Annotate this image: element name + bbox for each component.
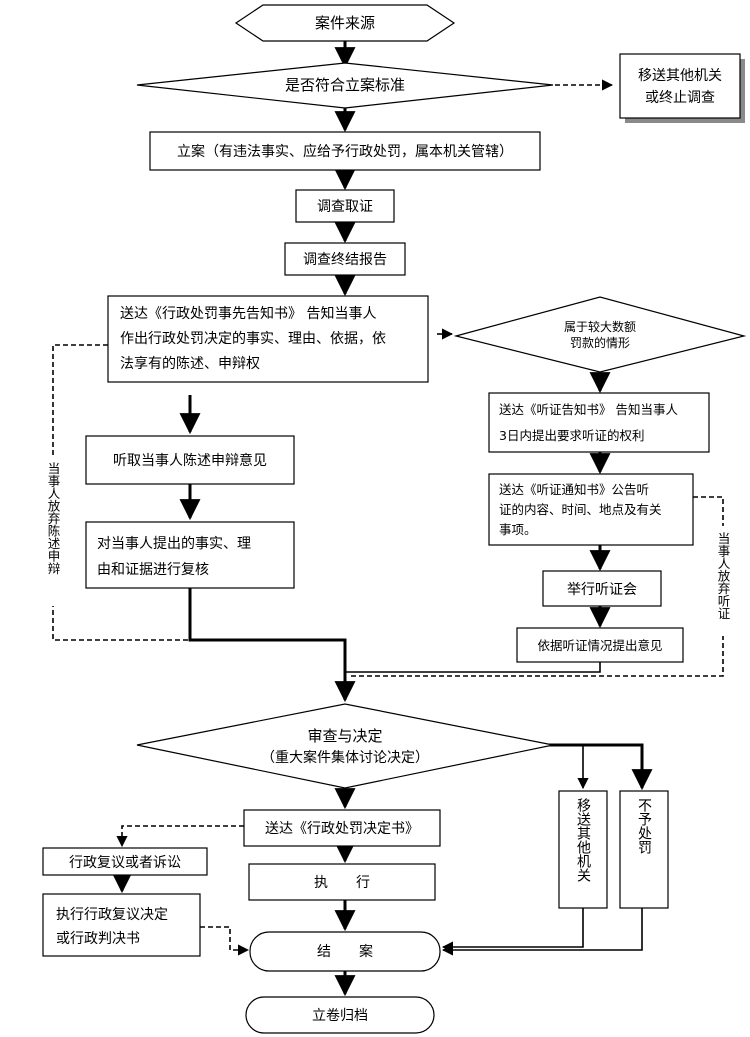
svg-text:移送其他机关: 移送其他机关: [575, 798, 591, 882]
node-exec-reconsider: 执行行政复议决定 或行政判决书: [42, 893, 201, 957]
svg-text:送达《行政处罚事先告知书》 告知当事人: 送达《行政处罚事先告知书》 告知当事人: [120, 305, 376, 322]
node-hold-hearing: 举行听证会: [542, 570, 662, 607]
svg-text:由和证据进行复核: 由和证据进行复核: [97, 561, 209, 578]
node-transfer-or-stop: 移送其他机关 或终止调查: [619, 53, 745, 123]
svg-text:3日内提出要求听证的权利: 3日内提出要求听证的权利: [499, 428, 644, 443]
label-waive-hearing: 当事人放弃听证: [711, 526, 735, 636]
node-decision: 审查与决定 （重大案件集体讨论决定）: [136, 703, 554, 789]
svg-text:罚款的情形: 罚款的情形: [570, 335, 630, 350]
node-hearing-inform: 送达《听证通知书》公告听 证的内容、时间、地点及有关 事项。: [488, 473, 694, 546]
node-review-facts: 对当事人提出的事实、理 由和证据进行复核: [85, 521, 295, 589]
svg-text:送达《听证告知书》 告知当事人: 送达《听证告知书》 告知当事人: [499, 402, 678, 417]
svg-text:依据听证情况提出意见: 依据听证情况提出意见: [537, 638, 662, 653]
node-source: 案件来源: [234, 4, 456, 42]
svg-text:不予处罚: 不予处罚: [636, 798, 652, 855]
svg-text:结 案: 结 案: [317, 943, 373, 960]
svg-text:执 行: 执 行: [314, 875, 370, 891]
svg-text:当事人放弃陈述申辩: 当事人放弃陈述申辩: [46, 462, 61, 575]
svg-text:听取当事人陈述申辩意见: 听取当事人陈述申辩意见: [113, 452, 267, 469]
svg-text:调查终结报告: 调查终结报告: [303, 252, 387, 268]
svg-text:当事人放弃听证: 当事人放弃听证: [716, 532, 731, 620]
node-transfer-other: 移送其他机关: [558, 790, 608, 909]
node-hear-defense: 听取当事人陈述申辩意见: [85, 435, 295, 485]
svg-text:调查取证: 调查取证: [317, 199, 373, 215]
node-notice: 送达《行政处罚事先告知书》 告知当事人 作出行政处罚决定的事实、理由、依据，依 …: [107, 295, 429, 383]
svg-text:送达《行政处罚决定书》: 送达《行政处罚决定书》: [265, 821, 419, 837]
svg-text:或终止调查: 或终止调查: [645, 90, 715, 106]
svg-text:送达《听证通知书》公告听: 送达《听证通知书》公告听: [499, 482, 649, 497]
svg-text:（重大案件集体讨论决定）: （重大案件集体讨论决定）: [261, 749, 429, 766]
node-execute: 执 行: [248, 863, 436, 901]
svg-text:作出行政处罚决定的事实、理由、依据，依: 作出行政处罚决定的事实、理由、依据，依: [120, 331, 386, 347]
svg-text:是否符合立案标准: 是否符合立案标准: [285, 76, 405, 94]
svg-text:立案（有违法事实、应给予行政处罚，属本机关管辖）: 立案（有违法事实、应给予行政处罚，属本机关管辖）: [177, 143, 513, 160]
svg-text:属于较大数额: 属于较大数额: [564, 319, 636, 334]
svg-text:事项。: 事项。: [499, 522, 537, 537]
node-deliver-decision: 送达《行政处罚决定书》: [243, 809, 441, 847]
svg-text:执行行政复议决定: 执行行政复议决定: [56, 906, 168, 923]
node-investigate: 调查取证: [295, 189, 395, 223]
node-file-case: 立案（有违法事实、应给予行政处罚，属本机关管辖）: [149, 131, 541, 171]
svg-text:审查与决定: 审查与决定: [307, 727, 382, 745]
node-large-fine: 属于较大数额 罚款的情形: [453, 296, 747, 373]
svg-text:行政复议或者诉讼: 行政复议或者诉讼: [69, 854, 181, 871]
node-criteria: 是否符合立案标准: [136, 62, 554, 109]
svg-text:举行听证会: 举行听证会: [567, 582, 637, 598]
node-report: 调查终结报告: [284, 242, 406, 276]
svg-text:或行政判决书: 或行政判决书: [56, 931, 140, 947]
svg-text:法享有的陈述、申辩权: 法享有的陈述、申辩权: [120, 355, 260, 372]
node-hearing-notice: 送达《听证告知书》 告知当事人 3日内提出要求听证的权利: [488, 392, 710, 453]
node-hearing-opinion: 依据听证情况提出意见: [516, 627, 684, 663]
node-reconsider: 行政复议或者诉讼: [42, 847, 208, 876]
label-waive-defense: 当事人放弃陈述申辩: [41, 456, 65, 606]
svg-text:证的内容、时间、地点及有关: 证的内容、时间、地点及有关: [499, 502, 662, 517]
svg-text:移送其他机关: 移送其他机关: [638, 68, 722, 84]
svg-text:立卷归档: 立卷归档: [312, 1007, 368, 1024]
node-no-penalty: 不予处罚: [619, 790, 669, 909]
svg-text:对当事人提出的事实、理: 对当事人提出的事实、理: [97, 536, 251, 552]
node-close-case: 结 案: [249, 931, 441, 972]
connectors: [52, 36, 724, 997]
svg-text:案件来源: 案件来源: [315, 14, 375, 32]
node-archive: 立卷归档: [245, 996, 435, 1034]
